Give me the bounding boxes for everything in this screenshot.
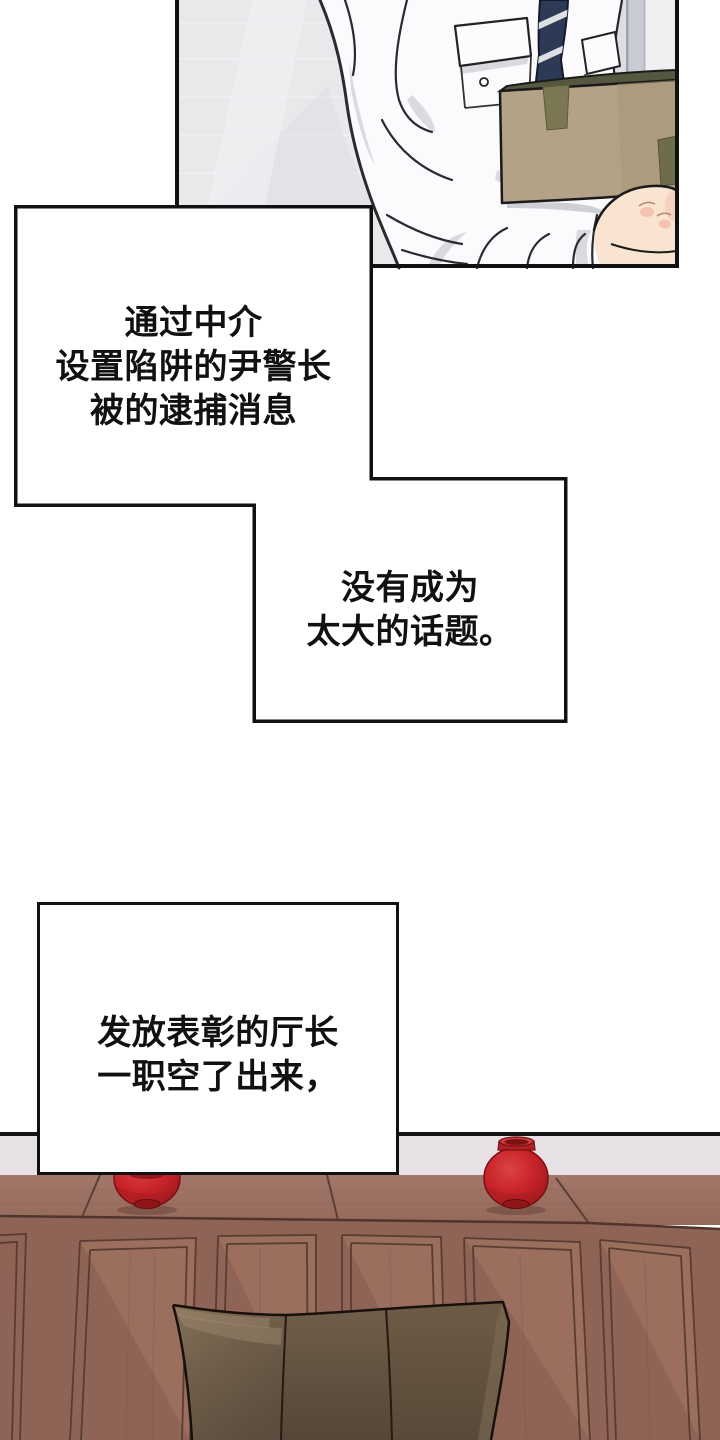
caption-1: 通过中介 设置陷阱的尹警长 被的逮捕消息 — [17, 209, 370, 514]
caption-line: 没有成为 — [341, 569, 479, 607]
caption-box-group — [14, 205, 568, 723]
cardboard-box — [496, 68, 679, 205]
chest-pocket — [453, 16, 533, 109]
caption-line: 设置陷阱的尹警长 — [55, 347, 332, 386]
dress-shirt — [320, 0, 677, 268]
caption-line: 被的逮捕消息 — [90, 391, 297, 430]
office-chair — [171, 1300, 511, 1440]
caption-line: 通过中介 — [124, 303, 263, 342]
caption-box-outline — [14, 205, 568, 723]
cabinet-panel — [0, 1233, 27, 1440]
red-jar-right — [483, 1136, 549, 1215]
panel-border — [175, 0, 679, 268]
caption-box-3 — [37, 902, 399, 1175]
box-tape — [542, 84, 570, 131]
door-frame — [627, 0, 645, 82]
caption-line: 发放表彰的厅长 — [97, 1014, 339, 1052]
cabinet-panel — [599, 1239, 701, 1440]
caption-3: 发放表彰的厅长 一职空了出来， — [39, 904, 397, 1188]
caption-line: 太大的话题。 — [306, 613, 514, 651]
pocket-button — [479, 77, 489, 87]
caption-line: 一职空了出来， — [97, 1058, 339, 1096]
shirt-folds — [318, 0, 599, 270]
caption-2: 没有成为 太大的话题。 — [256, 481, 564, 729]
